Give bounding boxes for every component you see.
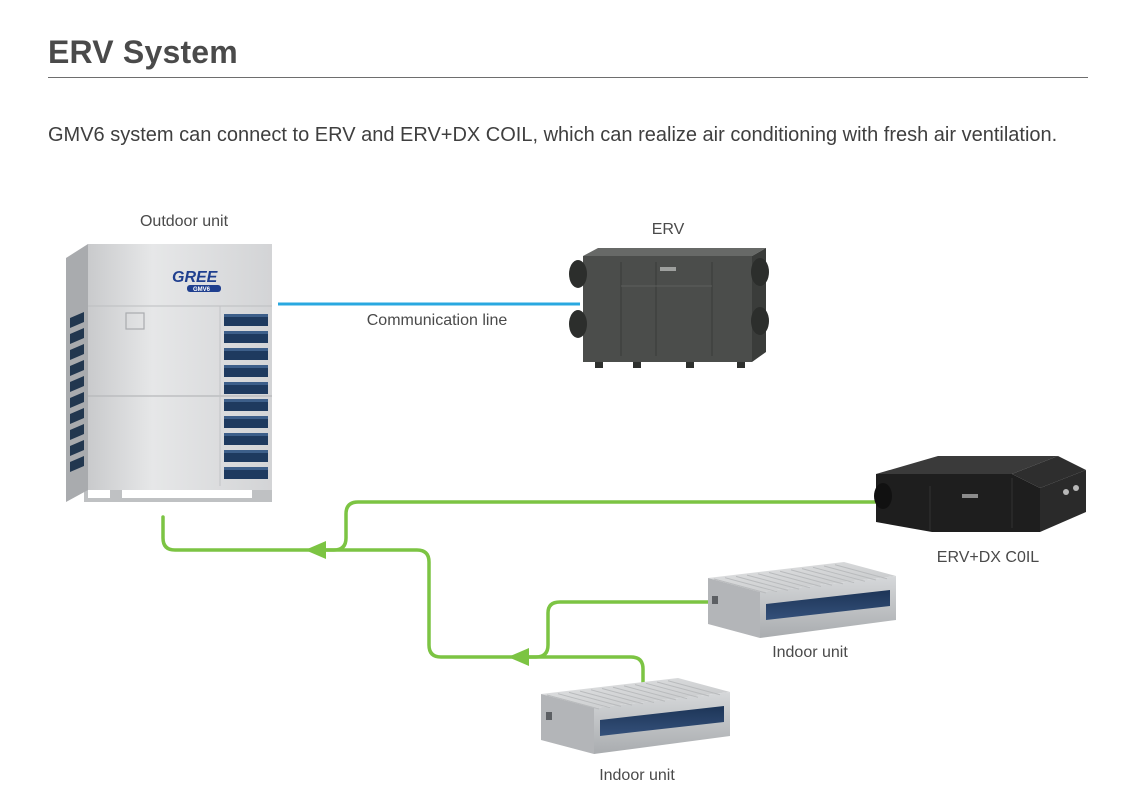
rib-line [713, 578, 767, 594]
title-divider [48, 77, 1088, 78]
rib-line [601, 688, 655, 703]
side-fin [70, 456, 84, 472]
fan-slot-highlight [224, 433, 268, 436]
rib-line [724, 577, 778, 593]
fan-slot-highlight [224, 348, 268, 351]
indoor-unit-lower-illustration [541, 678, 730, 754]
rib-line [634, 684, 688, 700]
rib-line [812, 566, 866, 582]
rib-line [735, 575, 789, 591]
outdoor-unit-side-fins [70, 312, 84, 472]
refrigerant-pipe-network [161, 500, 880, 692]
rib-line [579, 690, 633, 706]
rib-line [834, 564, 888, 580]
label-communication-line: Communication line [367, 312, 508, 329]
label-indoor-unit-upper: Indoor unit [772, 644, 848, 661]
indoor-unit-upper-ribs [713, 564, 888, 594]
indoor-unit-lower-ribs [546, 680, 721, 710]
side-fin [70, 312, 84, 328]
rib-line [746, 574, 800, 590]
flow-arrow-icon [508, 648, 529, 666]
fan-slot-highlight [224, 450, 268, 453]
rib-line [656, 681, 710, 697]
rib-line [590, 689, 644, 705]
outdoor-unit-fins [224, 314, 268, 479]
svg-text:GMV6: GMV6 [193, 287, 211, 293]
side-fin [70, 424, 84, 440]
rib-line [790, 569, 844, 585]
fan-slot-highlight [224, 416, 268, 419]
erv-dx-coil-illustration [874, 456, 1086, 532]
rib-line [557, 693, 611, 709]
label-indoor-unit-lower: Indoor unit [599, 767, 675, 784]
side-fin [70, 440, 84, 456]
label-erv-dx-coil: ERV+DX C0IL [937, 549, 1040, 566]
fan-slot-highlight [224, 331, 268, 334]
gree-logo: GREE GMV6 [172, 269, 221, 293]
page-title: ERV System [48, 34, 238, 70]
svg-text:GREE: GREE [172, 269, 219, 286]
rib-line [568, 691, 622, 707]
intro-paragraph: GMV6 system can connect to ERV and ERV+D… [48, 124, 1058, 146]
rib-line [623, 685, 677, 701]
fan-slot-highlight [224, 314, 268, 317]
rib-line [612, 686, 666, 702]
rib-line [546, 694, 600, 710]
rib-line [768, 572, 822, 587]
fan-slot-highlight [224, 399, 268, 402]
side-fin [70, 392, 84, 408]
rib-line [823, 565, 877, 581]
outdoor-unit-illustration: GREE GMV6 [66, 244, 272, 502]
side-fin [70, 344, 84, 360]
rib-line [645, 682, 699, 698]
erv-illustration [569, 248, 769, 368]
label-outdoor-unit: Outdoor unit [140, 213, 229, 230]
rib-line [779, 570, 833, 586]
side-fin [70, 408, 84, 424]
flow-arrow-icon [305, 541, 326, 559]
rib-line [667, 680, 721, 696]
side-fin [70, 328, 84, 344]
indoor-unit-upper-illustration [708, 562, 896, 638]
fan-slot-highlight [224, 365, 268, 368]
fan-slot-highlight [224, 467, 268, 470]
side-fin [70, 360, 84, 376]
fan-slot-highlight [224, 382, 268, 385]
label-erv: ERV [652, 221, 685, 238]
side-fin [70, 376, 84, 392]
rib-line [757, 573, 811, 589]
rib-line [801, 568, 855, 584]
